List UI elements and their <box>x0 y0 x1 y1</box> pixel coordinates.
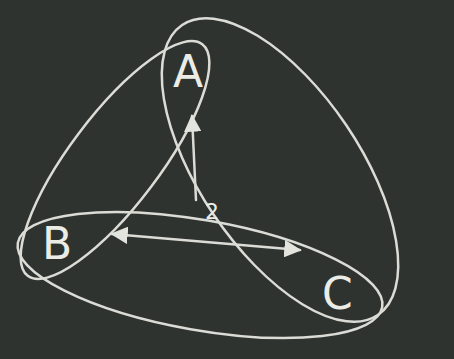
loop-ab <box>0 17 238 303</box>
arrow-up <box>192 116 196 200</box>
node-letter: B <box>42 218 72 269</box>
letter-node: B <box>38 220 76 268</box>
node-letter: C <box>322 268 353 319</box>
letter-node: C <box>318 270 357 318</box>
node-letter: A <box>173 46 203 97</box>
loop-ac <box>116 0 444 359</box>
center-number: 2 <box>205 201 219 223</box>
arrow-sides <box>112 234 300 250</box>
loop-bc <box>8 189 391 359</box>
letter-node: A <box>169 48 207 96</box>
